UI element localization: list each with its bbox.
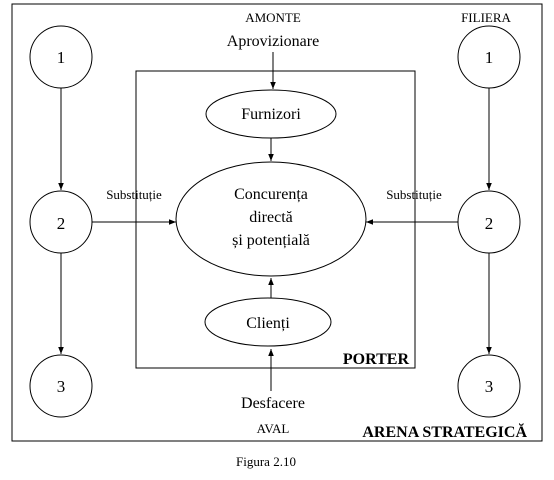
aval-label: AVAL — [257, 421, 290, 436]
substitutie-left-label: Substituție — [106, 187, 162, 202]
concurenta-label-2: directă — [249, 209, 293, 226]
arena-strategica-label: ARENA STRATEGICĂ — [362, 422, 527, 441]
right-circle-2-label: 2 — [485, 214, 494, 233]
left-circle-3 — [29, 354, 93, 418]
left-circle-1-label: 1 — [57, 48, 66, 67]
right-circle-3-label: 3 — [485, 377, 494, 396]
clienti-label: Clienți — [246, 315, 290, 332]
concurenta-label-1: Concurența — [234, 186, 308, 203]
concurenta-ellipse — [175, 161, 367, 277]
aprovizionare-label: Aprovizionare — [227, 33, 319, 50]
furnizori-label: Furnizori — [241, 106, 301, 123]
outer-frame — [11, 3, 543, 442]
porter-label: PORTER — [343, 351, 410, 368]
concurenta-label-3: și potențială — [232, 232, 310, 249]
left-circle-3-label: 3 — [57, 377, 66, 396]
filiera-label: FILIERA — [461, 10, 511, 25]
figure-caption: Figura 2.10 — [236, 454, 296, 469]
porter-box — [135, 70, 416, 369]
left-circle-2-label: 2 — [57, 214, 66, 233]
right-circle-1-label: 1 — [485, 48, 494, 67]
substitutie-right-label: Substituție — [386, 187, 442, 202]
desfacere-label: Desfacere — [241, 395, 305, 412]
right-circle-3 — [457, 354, 521, 418]
clienti-ellipse — [204, 297, 332, 347]
amonte-label: AMONTE — [245, 10, 301, 25]
